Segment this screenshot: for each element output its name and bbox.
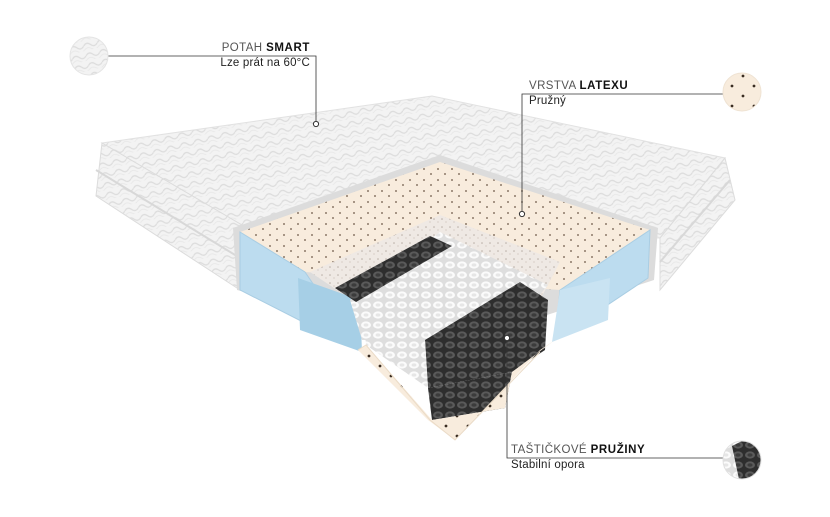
springs-title: PRUŽINY [590,444,646,456]
latex-prefix: VRSTVA [529,80,576,92]
cover-subtitle: Lze prát na 60°C [220,57,310,69]
callout-lines [108,55,723,459]
spring-front-face-light [362,302,428,388]
latex-title: LATEXU [579,80,629,92]
latex-subtitle: Pružný [529,95,566,107]
cover-side-right [659,156,736,292]
quilt-swatch-icon [69,36,109,76]
latex-base [358,340,555,440]
cover-title: SMART [266,42,310,54]
spring-row-dark-back [335,236,452,302]
latex-swatch-icon [722,72,762,112]
springs-subtitle: Stabilní opora [511,459,585,471]
spring-row-dark-front [425,282,548,388]
cover-callout: POTAH SMART Lze prát na 60°C [220,41,310,71]
springs-prefix: TAŠTIČKOVÉ [511,444,587,456]
callout-dots [312,120,526,342]
springs-callout: TAŠTIČKOVÉ PRUŽINY Stabilní opora [511,443,645,473]
cover-prefix: POTAH [221,42,263,54]
latex-callout: VRSTVA LATEXU Pružný [529,79,628,109]
spring-swatch-icon [722,440,762,480]
